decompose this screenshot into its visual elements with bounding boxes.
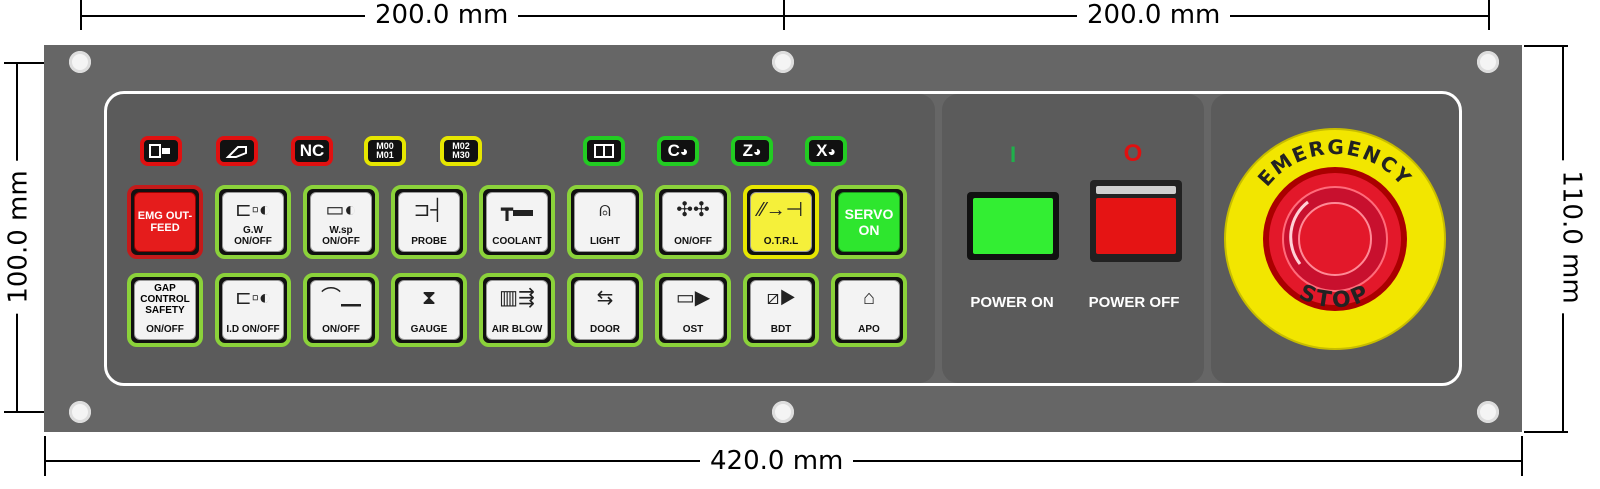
indicator-c: C◕ [657,136,699,166]
fan-on-off-button[interactable]: ✣✣ON/OFF [655,185,731,259]
dimension-top-left: 200.0 mm [365,0,519,30]
power-on-lamp [973,198,1053,254]
dimension-bottom: 420.0 mm [700,446,854,476]
probe-icon: ⊐┤ [413,199,445,221]
indicator-m00-m01: M00 M01 [364,136,406,166]
power-off-label: POWER OFF [1088,294,1180,311]
mount-hole [69,401,91,423]
light-button[interactable]: ⍝LIGHT [567,185,643,259]
faucet-icon: ┳▬ [500,199,534,221]
right-top-tick [1524,45,1568,47]
emg-out-feed-button[interactable]: EMG OUT-FEED [127,185,203,259]
gap-control-safety-button[interactable]: GAP CONTROL SAFETY ON/OFF [127,273,203,347]
top-right-tick [1488,0,1490,30]
ost-button[interactable]: ▭▶OST [655,273,731,347]
work-spindle-icon: ▭◐ [325,199,357,221]
indicator-2 [216,136,258,166]
dimension-right: 110.0 mm [1556,160,1587,314]
door-button[interactable]: ⇆DOOR [567,273,643,347]
emergency-stop-button[interactable]: EMERGENCY STOP [1220,124,1450,354]
power-off-guard [1096,186,1176,194]
indicator-nc: NC [291,136,333,166]
axis-origin-icon: ◕ [827,143,836,159]
air-blow-button[interactable]: ▥⇶AIR BLOW [479,273,555,347]
overtravel-release-icon: ⁄⁄→⊣ [758,199,804,221]
nozzle-icon [225,146,247,158]
tailstock-icon: ⌒▁ [321,287,361,309]
left-top-tick [4,62,64,64]
ost-icon: ▭▶ [675,287,711,309]
spindle-icon [149,144,170,158]
dimension-left: 100.0 mm [3,160,34,314]
on-off-button[interactable]: ⌒▁ON/OFF [303,273,379,347]
bottom-right-tick [1521,436,1523,476]
indicator-m02-m30: M02 M30 [440,136,482,166]
power-on-label: POWER ON [970,294,1054,311]
panel-outline [104,91,1462,386]
apo-button[interactable]: ⌂APO [831,273,907,347]
power-off-lamp [1096,198,1176,254]
top-left-tick [80,0,82,30]
id-spindle-icon: ⊏▫◐ [235,287,271,309]
door-open-icon: ⇆ [596,287,614,309]
axis-origin-icon: ◕ [679,143,689,159]
power-on-button[interactable] [967,192,1059,260]
air-blow-icon: ▥⇶ [499,287,535,309]
gw-on-off-button[interactable]: ⊏▫◐G.W ON/OFF [215,185,291,259]
wsp-on-off-button[interactable]: ▭◐W.sp ON/OFF [303,185,379,259]
mount-hole [1477,401,1499,423]
gauge-button[interactable]: ⧗GAUGE [391,273,467,347]
right-bottom-tick [1524,431,1568,433]
door-icon [594,144,614,158]
otrl-button[interactable]: ⁄⁄→⊣O.T.R.L [743,185,819,259]
probe-button[interactable]: ⊐┤PROBE [391,185,467,259]
indicator-6 [583,136,625,166]
indicator-1 [140,136,182,166]
servo-on-button[interactable]: SERVO ON [831,185,907,259]
gauge-icon: ⧗ [421,287,437,309]
left-bottom-tick [4,411,64,413]
block-delete-icon: ⧄▶ [766,287,796,309]
top-dimension-line [80,15,1490,17]
mount-hole [772,51,794,73]
top-mid-tick [783,0,785,30]
auto-power-off-icon: ⌂ [862,287,876,309]
bdt-button[interactable]: ⧄▶BDT [743,273,819,347]
coolant-button[interactable]: ┳▬COOLANT [479,185,555,259]
grinding-wheel-icon: ⊏▫◐ [235,199,271,221]
lamp-icon: ⍝ [599,199,611,221]
mount-hole [1477,51,1499,73]
bottom-left-tick [44,436,46,476]
indicator-z: Z◕ [731,136,773,166]
power-off-symbol: O [1123,140,1143,167]
indicator-x: X◕ [805,136,847,166]
id-on-off-button[interactable]: ⊏▫◐I.D ON/OFF [215,273,291,347]
dimension-top-right: 200.0 mm [1077,0,1231,30]
fan-icon: ✣✣ [676,199,710,221]
mount-hole [772,401,794,423]
power-on-symbol: I [1009,142,1017,167]
mount-hole [69,51,91,73]
axis-origin-icon: ◕ [752,143,762,159]
power-off-button[interactable] [1090,180,1182,262]
